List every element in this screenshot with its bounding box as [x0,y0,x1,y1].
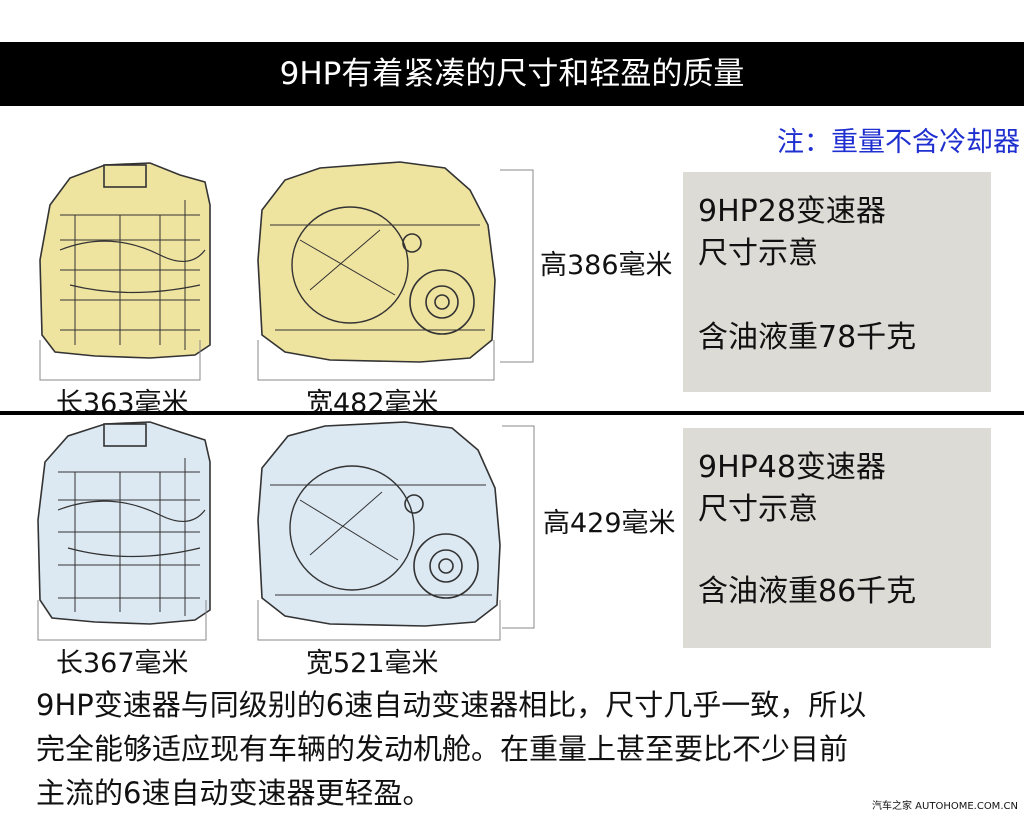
bottom-height-label: 高429毫米 [543,508,676,539]
top-model-name: 9HP28变速器 [698,194,886,229]
bottom-model-weight: 含油液重86千克 [698,574,917,609]
top-info-box: 9HP28变速器 尺寸示意 含油液重78千克 [683,172,991,392]
bottom-dimension-lines [37,425,535,641]
bottom-width-label: 宽521毫米 [306,648,439,679]
watermark: 汽车之家 AUTOHOME.COM.CN [872,801,1018,812]
title-bar [0,42,1024,106]
caption: 9HP变速器与同级别的6速自动变速器相比，尺寸几乎一致，所以 完全能够适应现有车… [36,683,1011,815]
top-model-sub: 尺寸示意 [698,236,818,271]
top-model-weight: 含油液重78千克 [698,320,917,355]
bottom-info-box: 9HP48变速器 尺寸示意 含油液重86千克 [683,428,991,648]
page-title: 9HP有着紧凑的尺寸和轻盈的质量 [279,56,745,92]
caption-line: 主流的6速自动变速器更轻盈。 [36,776,432,810]
caption-line: 完全能够适应现有车辆的发动机舱。在重量上甚至要比不少目前 [36,732,849,766]
bottom-length-label: 长367毫米 [56,648,189,679]
caption-line: 9HP变速器与同级别的6速自动变速器相比，尺寸几乎一致，所以 [36,688,867,722]
bottom-front-view [257,421,501,627]
bottom-side-view [37,421,211,625]
top-height-label: 高386毫米 [540,250,673,281]
weight-note: 注：重量不含冷却器 [777,127,1020,158]
bottom-model-sub: 尺寸示意 [698,492,818,527]
top-side-view [39,162,211,359]
top-dimension-lines [39,169,534,381]
bottom-model-name: 9HP48变速器 [698,450,886,485]
section-divider [0,411,1024,415]
top-front-view [257,161,496,363]
